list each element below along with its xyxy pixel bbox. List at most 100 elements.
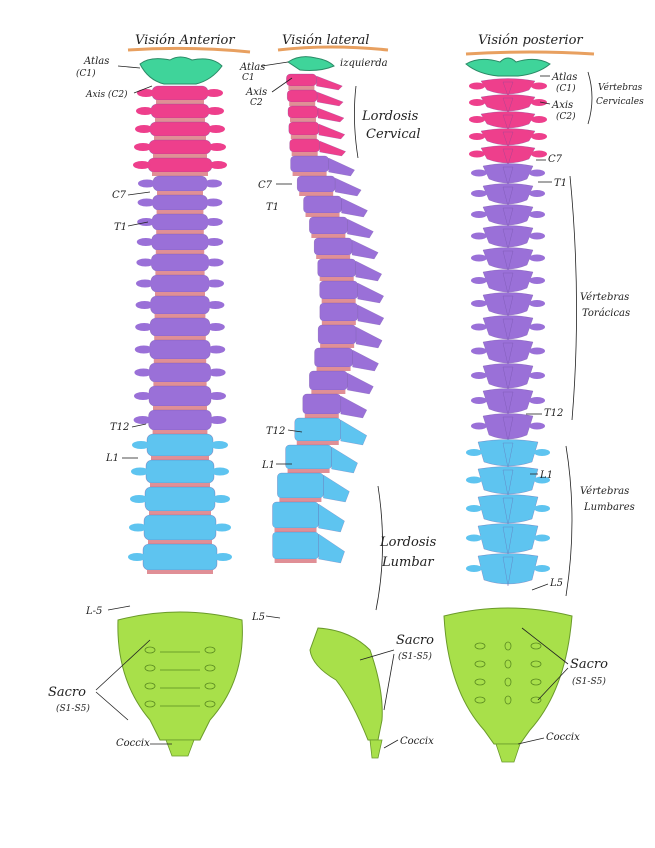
posterior-vert-lumbares-1: Vértebras [580, 486, 629, 497]
lateral-lordosis-cervical-1: Lordosis [361, 109, 419, 124]
posterior-sacro-pointer [521, 627, 569, 701]
anterior-sacral-foramen [204, 682, 216, 690]
posterior-process-left [471, 422, 487, 430]
posterior-process-right [529, 397, 545, 404]
anterior-vertebra [142, 543, 218, 571]
anterior-vertebra [151, 213, 209, 231]
anterior-disc [153, 154, 207, 158]
lateral-c2-label: C2 [250, 98, 263, 108]
anterior-vertebra [152, 194, 208, 211]
posterior-sacral-foramen [474, 642, 486, 650]
anterior-process-right [204, 179, 222, 188]
anterior-process-left [136, 107, 154, 115]
lateral-disc [291, 152, 318, 156]
posterior-spinous-process [502, 207, 514, 228]
posterior-process-right [531, 82, 547, 90]
lateral-atlas-label: Atlas [239, 62, 265, 73]
lateral-disc [289, 102, 316, 106]
anterior-l5-label: L-5 [85, 606, 102, 617]
anterior-process-left [130, 495, 148, 503]
posterior-process-right [534, 449, 550, 456]
lateral-spinous-process [316, 75, 343, 91]
anterior-spine [117, 56, 243, 757]
anterior-process-left [135, 125, 153, 133]
anterior-title: Visión Anterior [135, 33, 235, 48]
posterior-vert-cervicales-1: Vértebras [598, 82, 643, 93]
lateral-axis-pointer [271, 77, 293, 93]
anterior-process-left [134, 392, 152, 400]
posterior-spinous-process [502, 442, 514, 469]
anterior-atlas-label: Atlas [83, 56, 109, 67]
lateral-atlas-c1 [287, 56, 335, 71]
anterior-process-right [208, 416, 227, 424]
lateral-disc [292, 172, 327, 176]
posterior-sacral-foramen [530, 696, 542, 704]
lateral-vertebra-body [319, 280, 358, 300]
anterior-process-right [205, 89, 223, 97]
lateral-spinous-process [355, 326, 383, 349]
anterior-t1-pointer [127, 221, 149, 227]
anterior-vertebra [151, 253, 209, 272]
posterior-process-right [531, 133, 547, 140]
lateral-vertebra-body [319, 302, 359, 322]
posterior-spinous-process [502, 469, 514, 497]
posterior-process-left [471, 300, 487, 307]
posterior-process-left [469, 82, 485, 90]
posterior-c2-label: (C2) [556, 111, 576, 122]
posterior-sacrum [443, 607, 573, 745]
lateral-spinous-process [340, 419, 368, 446]
anterior-process-right [207, 368, 226, 377]
lateral-disc [304, 414, 339, 418]
lateral-vertebra-body [286, 73, 317, 87]
posterior-vert-toracicas-1: Vértebras [580, 292, 629, 303]
posterior-spinous-process [502, 272, 514, 295]
anterior-coccix-label: Coccix [116, 738, 150, 749]
lateral-l5-label: L5 [251, 612, 265, 623]
posterior-process-left [466, 476, 482, 484]
anterior-l1-label: L1 [105, 453, 119, 464]
lateral-atlas-pointer [261, 61, 289, 67]
posterior-process-left [471, 232, 487, 240]
anterior-vertebra [145, 459, 215, 484]
posterior-coccix-label: Coccix [546, 732, 580, 743]
posterior-vert-lumbares-2: Lumbares [583, 502, 635, 513]
anterior-disc [157, 191, 203, 195]
anterior-vertebra [149, 317, 211, 337]
posterior-c1-label: (C1) [556, 83, 576, 94]
posterior-process-left [471, 372, 487, 379]
lateral-spinous-process [357, 304, 385, 326]
anterior-process-right [206, 107, 224, 115]
lateral-spinous-process [340, 395, 368, 419]
posterior-axis-label: Axis [551, 100, 573, 111]
posterior-sacral-crest [504, 677, 512, 687]
posterior-process-left [469, 133, 485, 140]
anterior-disc [155, 118, 205, 122]
posterior-process-right [531, 150, 547, 158]
lateral-spinous-process [318, 503, 345, 533]
posterior-sacral-crest [504, 695, 512, 705]
lateral-spinous-process [355, 260, 382, 282]
lateral-vertebra-body [290, 155, 329, 173]
lateral-disc [316, 367, 351, 371]
posterior-view-labels: Visión posterior Atlas (C1) Axis (C2) Vé… [465, 33, 644, 745]
anterior-vertebra [149, 362, 211, 383]
lateral-sacro-pointer [359, 649, 395, 711]
posterior-process-right [534, 476, 550, 484]
posterior-thoracic-bracket [569, 175, 577, 421]
posterior-spinous-process [502, 250, 514, 272]
anterior-t12-label: T12 [110, 422, 129, 433]
posterior-process-right [529, 323, 545, 331]
anterior-vertebra [148, 385, 212, 407]
anterior-vertebra [151, 85, 209, 101]
anterior-axis-pointer [133, 85, 153, 94]
anterior-disc [153, 359, 207, 363]
lateral-vertebra-body [313, 237, 353, 256]
posterior-spinous-process [502, 131, 514, 148]
lateral-vertebra-body [309, 370, 348, 391]
posterior-process-left [471, 347, 487, 355]
posterior-spinous-process [502, 166, 514, 186]
lateral-disc [290, 135, 317, 139]
lateral-disc [296, 441, 339, 445]
anterior-vertebra [148, 409, 212, 431]
lateral-spinous-process [341, 197, 368, 218]
